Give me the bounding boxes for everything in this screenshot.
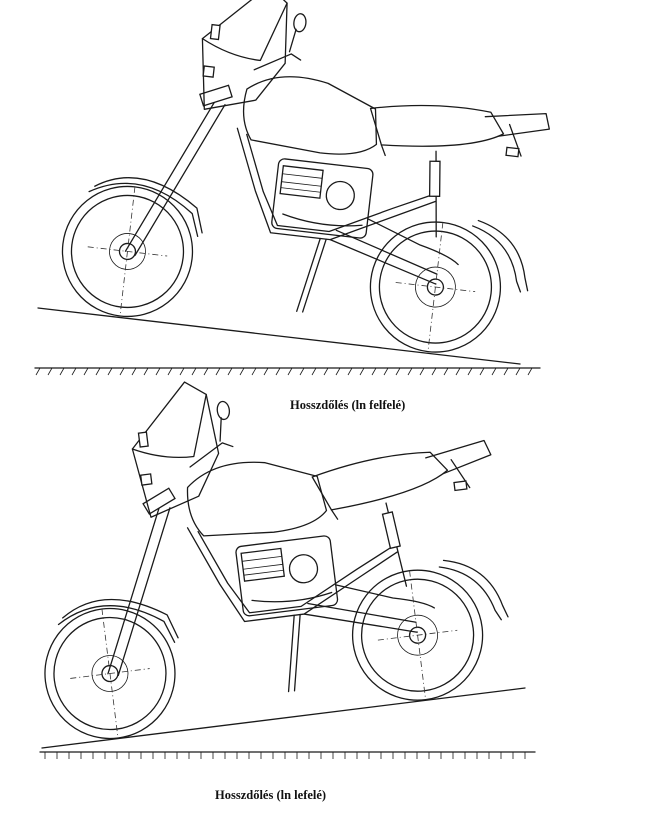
uphill-figure bbox=[34, 0, 563, 376]
ground-hatch-2 bbox=[44, 752, 526, 759]
downhill-caption: Hosszdőlés (ln lefelé) bbox=[215, 788, 327, 802]
motorcycle-downhill bbox=[10, 344, 521, 747]
uphill-caption: Hosszdőlés (ln felfelé) bbox=[290, 398, 406, 412]
slope-line-2 bbox=[41, 687, 526, 749]
slope-line bbox=[37, 307, 521, 365]
ground-hatch bbox=[35, 367, 533, 376]
motorcycle-uphill bbox=[54, 0, 563, 364]
downhill-figure bbox=[10, 344, 536, 759]
